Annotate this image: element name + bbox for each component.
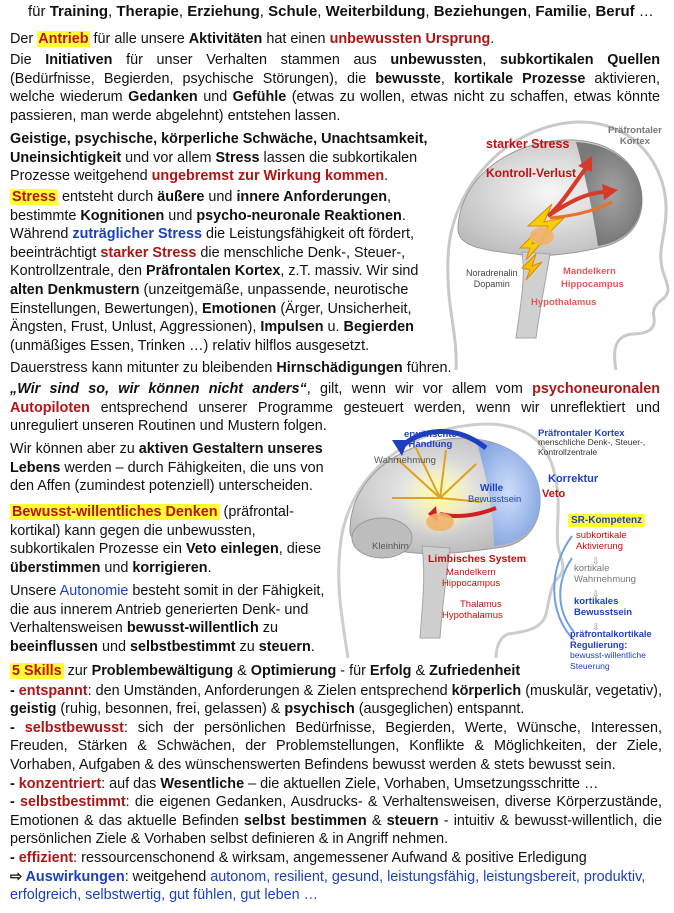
label-mandelkern: Mandelkern [563,266,616,277]
label-veto: Veto [542,488,566,500]
skills-outcome: ⇨ Auswirkungen: weitgehend autonom, resi… [10,868,646,904]
down-arrow-icon: ⇩ [592,622,600,632]
paragraph-autonomie: Unsere Autonomie besteht somit in der Fä… [10,583,325,655]
paragraph-gestalter: Wir können aber zu aktiven Gestaltern un… [10,441,324,495]
skills-section: 5 Skills zur Problembewältigung & Optimi… [10,662,662,905]
paragraph-antrieb: Der Antrieb für alle unsere Aktivitäten … [10,31,495,47]
label-hypothalamus-2: Hypothalamus [442,610,503,621]
label-wille: Wille [480,483,504,494]
topline: für Training, Therapie, Erziehung, Schul… [28,3,654,20]
paragraph-schwaeche: Geistige, psychische, körperliche Schwäc… [10,131,428,185]
head-control-illustration [337,422,575,659]
head-outline-illustration [446,120,670,371]
label-starker-stress: starker Stress [486,137,570,151]
label-thalamus: Thalamus [460,599,502,610]
sr-kompetenz-title: SR-Kompetenz [568,514,646,527]
paragraph-dauerstress: Dauerstress kann mitunter zu bleibenden … [10,360,452,376]
skill-item: - entspannt: den Umständen, Anforderunge… [10,682,662,718]
label-hippocampus-2: Hippocampus [442,578,501,589]
paragraph-bewusst-denken: Bewusst-willentliches Denken (präfrontal… [10,504,322,576]
label-korrektur: Korrektur [548,473,599,485]
paragraph-stress: Stress entsteht durch äußere und innere … [10,189,419,354]
label-pfk-sub: menschliche Denk-, Steuer-,Kontrollzentr… [538,437,646,457]
label-kontroll-verlust: Kontroll-Verlust [486,166,577,180]
down-arrow-icon: ⇩ [592,556,600,566]
label-hypothalamus: Hypothalamus [531,297,597,308]
label-bewusstsein: Bewusstsein [468,494,522,505]
label-wahrnehmung: Wahrnehmung [374,455,436,466]
label-hippocampus: Hippocampus [561,279,624,290]
skills-heading: 5 Skills zur Problembewältigung & Optimi… [10,663,521,679]
label-pfk: Präfrontaler Kortex [538,428,625,439]
label-limbisches-system: Limbisches System [428,553,527,565]
stress-brain-figure: starker Stress Kontroll-Verlust Präfront… [436,108,672,371]
skill-item: - selbstbestimmt: die eigenen Gedanken, … [10,794,662,848]
down-arrow-icon: ⇩ [592,589,600,599]
skill-item: - selbstbewusst: sich der persönlichen B… [10,719,662,773]
paragraph-initiativen: Die Initiativen für unser Verhalten stam… [10,52,661,124]
arrow-right-icon: ⇨ [10,868,26,885]
skill-item: - konzentriert: auf das Wesentliche – di… [10,775,599,792]
label-mandelkern-2: Mandelkern [446,567,496,578]
label-kleinhirn: Kleinhirn [372,541,409,552]
paragraph-autopilot: „Wir sind so, wir können nicht anders“, … [10,381,661,435]
skill-item: - effizient: ressourcenschonend & wirksa… [10,849,587,866]
